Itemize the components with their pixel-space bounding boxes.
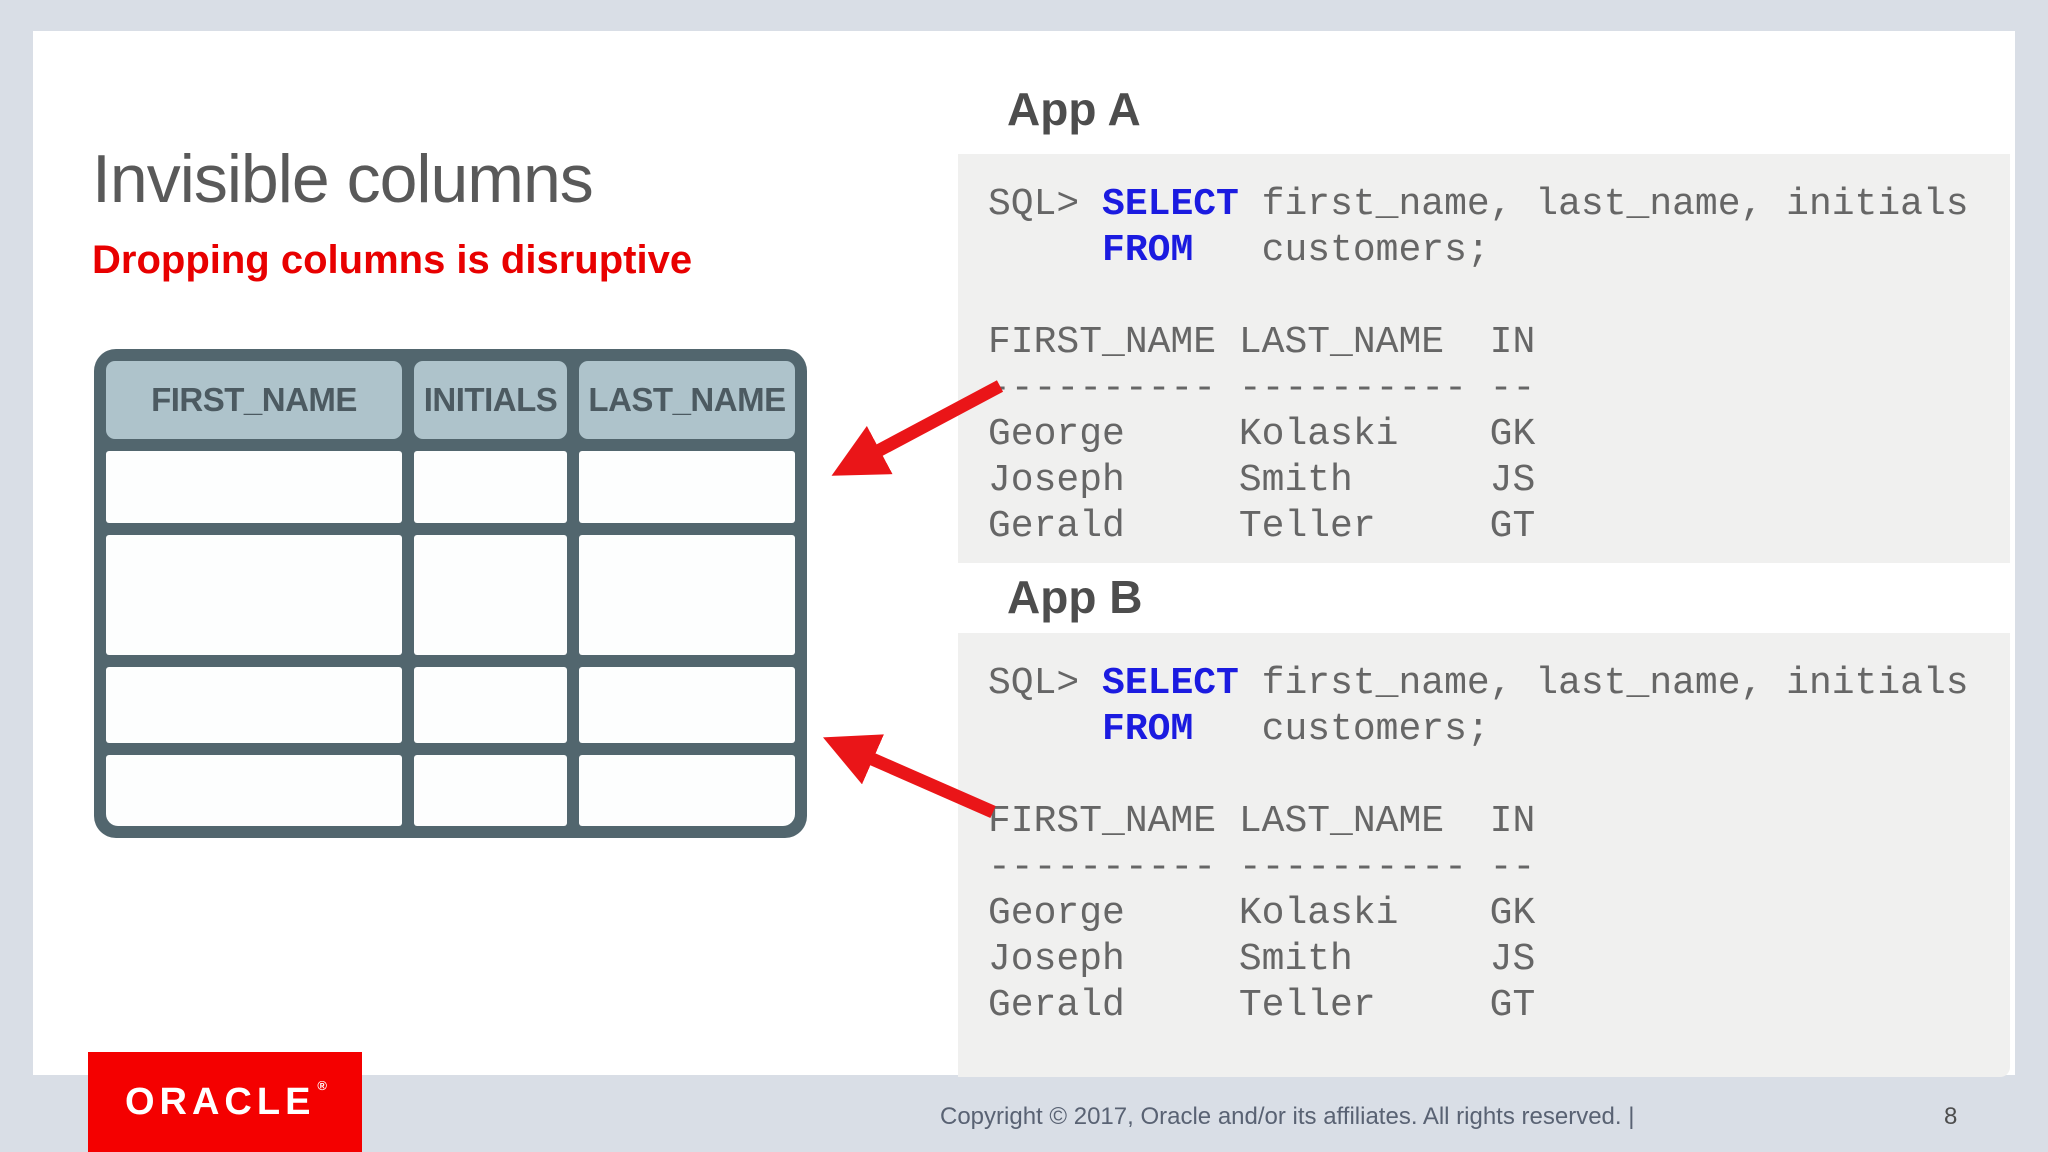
result-row: Gerald Teller GT — [988, 984, 1536, 1027]
result-row: George Kolaski GK — [988, 413, 1536, 456]
sql-statement-line2: FROM customers; — [988, 707, 2010, 753]
result-row: George Kolaski GK — [988, 892, 1536, 935]
customers-table-graphic: FIRST_NAME INITIALS LAST_NAME — [94, 349, 807, 838]
table-cell-empty — [106, 667, 402, 743]
table-header-first-name: FIRST_NAME — [106, 361, 402, 439]
table-cell-empty — [414, 667, 567, 743]
app-b-terminal: SQL> SELECT first_name, last_name, initi… — [958, 633, 2010, 1077]
result-divider: ---------- ---------- -- — [988, 846, 1536, 889]
result-row: Joseph Smith JS — [988, 459, 1536, 502]
blank-line — [988, 274, 2010, 320]
sql-prompt: SQL> — [988, 662, 1103, 705]
sql-from-table: customers; — [1193, 708, 1490, 751]
result-header: FIRST_NAME LAST_NAME IN — [988, 321, 1536, 364]
table-cell-empty — [414, 535, 567, 655]
result-divider: ---------- ---------- -- — [988, 367, 1536, 410]
table-cell-empty — [579, 535, 795, 655]
copyright-text: Copyright © 2017, Oracle and/or its affi… — [940, 1103, 1635, 1130]
sql-keyword-from: FROM — [1102, 708, 1194, 751]
app-a-terminal: SQL> SELECT first_name, last_name, initi… — [958, 154, 2010, 563]
table-cell-empty — [579, 451, 795, 523]
registered-trademark-icon: ® — [317, 1077, 328, 1093]
sql-statement-line1: SQL> SELECT first_name, last_name, initi… — [988, 661, 2010, 707]
table-cell-empty — [579, 667, 795, 743]
result-header: FIRST_NAME LAST_NAME IN — [988, 800, 1536, 843]
oracle-logo: ORACLE® — [88, 1052, 362, 1152]
sql-prompt: SQL> — [988, 183, 1103, 226]
page-subtitle: Dropping columns is disruptive — [92, 238, 693, 282]
sql-statement-line1: SQL> SELECT first_name, last_name, initi… — [988, 182, 2010, 228]
table-header-initials: INITIALS — [414, 361, 567, 439]
table-cell-empty — [106, 755, 402, 826]
app-b-label: App B — [1007, 571, 1143, 623]
sql-select-list: first_name, last_name, initials — [1238, 662, 1969, 705]
table-cell-empty — [579, 755, 795, 826]
sql-select-list: first_name, last_name, initials — [1238, 183, 1969, 226]
sql-keyword-select: SELECT — [1102, 662, 1239, 705]
table-cell-empty — [414, 451, 567, 523]
sql-statement-line2: FROM customers; — [988, 228, 2010, 274]
page-title: Invisible columns — [92, 141, 594, 217]
blank-line — [988, 753, 2010, 799]
sql-keyword-select: SELECT — [1102, 183, 1239, 226]
page-number: 8 — [1944, 1103, 1958, 1130]
sql-keyword-from: FROM — [1102, 229, 1194, 272]
sql-from-table: customers; — [1193, 229, 1490, 272]
result-row: Gerald Teller GT — [988, 505, 1536, 548]
table-header-last-name: LAST_NAME — [579, 361, 795, 439]
oracle-wordmark: ORACLE® — [124, 1077, 328, 1123]
table-cell-empty — [106, 451, 402, 523]
table-cell-empty — [106, 535, 402, 655]
sql-indent — [988, 229, 1102, 272]
sql-indent — [988, 708, 1102, 751]
app-a-label: App A — [1007, 83, 1141, 135]
result-row: Joseph Smith JS — [988, 938, 1536, 981]
table-cell-empty — [414, 755, 567, 826]
